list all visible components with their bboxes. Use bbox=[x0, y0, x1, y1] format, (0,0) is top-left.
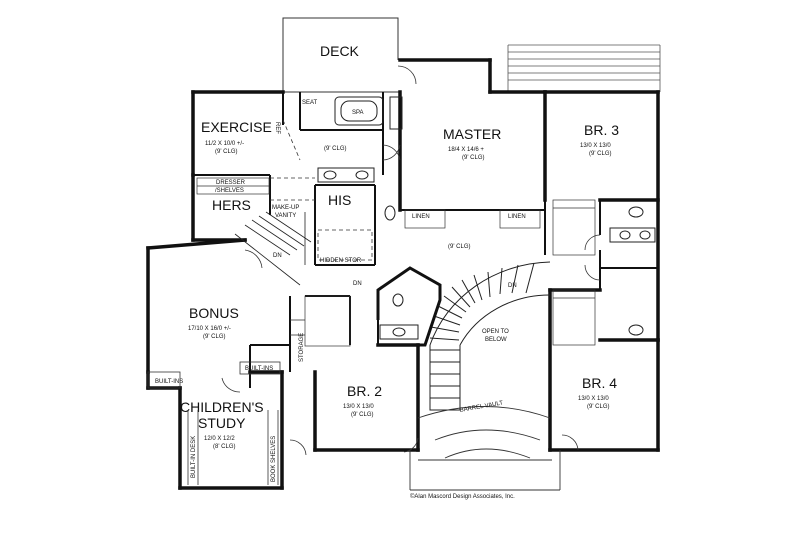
dn-center-label: DN bbox=[353, 281, 362, 287]
his-label: HIS bbox=[328, 192, 351, 208]
his-vanity-fixture bbox=[317, 167, 375, 183]
interior-walls bbox=[193, 92, 658, 388]
study-size: 12/0 X 12/2 bbox=[204, 436, 235, 442]
ref-label: REF bbox=[274, 122, 280, 134]
bonus-ceiling: (9' CLG) bbox=[203, 334, 225, 340]
door-swings bbox=[221, 65, 601, 456]
exterior-walls bbox=[146, 58, 660, 490]
hers-label: HERS bbox=[212, 197, 251, 213]
dresser-label: DRESSER bbox=[216, 180, 246, 186]
linen-right-label: LINEN bbox=[508, 214, 526, 220]
br2-size: 13/0 X 13/0 bbox=[343, 404, 374, 410]
makeup-label: MAKE-UP bbox=[272, 205, 299, 211]
br4-label: BR. 4 bbox=[582, 375, 617, 391]
deck-outline bbox=[282, 17, 400, 93]
br3-label: BR. 3 bbox=[584, 122, 619, 138]
deck-label: DECK bbox=[320, 43, 360, 59]
storage-label: STORAGE bbox=[299, 333, 305, 362]
master-tub-fixture bbox=[389, 96, 403, 130]
built-ins-right-label: BUILT-INS bbox=[245, 366, 273, 372]
master-ceiling: (9' CLG) bbox=[462, 155, 484, 161]
barrel-vault bbox=[409, 406, 561, 491]
toilets bbox=[384, 205, 644, 336]
study-label-line2: STUDY bbox=[198, 415, 246, 431]
book-shelves-label: BOOK SHELVES bbox=[271, 436, 277, 482]
master-label: MASTER bbox=[443, 126, 501, 142]
dn-stair-label: DN bbox=[508, 283, 517, 289]
exercise-label: EXERCISE bbox=[201, 119, 272, 135]
spiral-stair bbox=[429, 261, 551, 411]
br2-ceiling: (9' CLG) bbox=[351, 412, 373, 418]
sinks bbox=[379, 227, 656, 340]
dn-left-label: DN bbox=[273, 253, 282, 259]
master-size: 18/4 X 14/6 + bbox=[448, 147, 484, 153]
built-ins-left-label: BUILT-INS bbox=[155, 379, 183, 385]
br4-ceiling: (9' CLG) bbox=[587, 404, 609, 410]
br4-size: 13/0 X 13/0 bbox=[578, 396, 609, 402]
seat-label: SEAT bbox=[302, 100, 318, 106]
center-angled-walls bbox=[376, 266, 442, 347]
closet-shelving bbox=[196, 177, 596, 347]
study-ceiling: (8' CLG) bbox=[213, 444, 235, 450]
exercise-ceiling: (9' CLG) bbox=[215, 149, 237, 155]
study-builtins bbox=[147, 319, 305, 485]
dashed-lines bbox=[270, 119, 373, 261]
br3-ceiling: (9' CLG) bbox=[589, 151, 611, 157]
balcony-railing bbox=[507, 44, 661, 92]
vanity-label: VANITY bbox=[275, 213, 296, 219]
bonus-label: BONUS bbox=[189, 305, 239, 321]
spa-label: SPA bbox=[352, 110, 364, 116]
barrel-vault-label: BARREL VAULT bbox=[459, 400, 504, 414]
br2-label: BR. 2 bbox=[347, 383, 382, 399]
shelves-label: /SHELVES bbox=[215, 188, 244, 194]
br3-size: 13/0 X 13/0 bbox=[580, 143, 611, 149]
copyright-text: ©Alan Mascord Design Associates, Inc. bbox=[410, 493, 515, 500]
below-label: BELOW bbox=[485, 337, 507, 343]
study-label-line1: CHILDREN'S bbox=[180, 399, 264, 415]
linen-left-label: LINEN bbox=[412, 214, 430, 220]
hidden-storage-label: HIDDEN STOR bbox=[320, 258, 362, 264]
spa-tub bbox=[334, 96, 384, 126]
hall-ceiling-label: (9' CLG) bbox=[448, 244, 470, 250]
stairs-left bbox=[234, 211, 312, 286]
exercise-size: 11/2 X 10/0 +/- bbox=[205, 141, 244, 147]
bonus-size: 17/10 X 16/0 +/- bbox=[188, 326, 231, 332]
built-in-desk-label: BUILT-IN DESK bbox=[191, 436, 197, 478]
open-to-label: OPEN TO bbox=[482, 329, 509, 335]
master-bath-ceiling-label: (9' CLG) bbox=[324, 146, 346, 152]
